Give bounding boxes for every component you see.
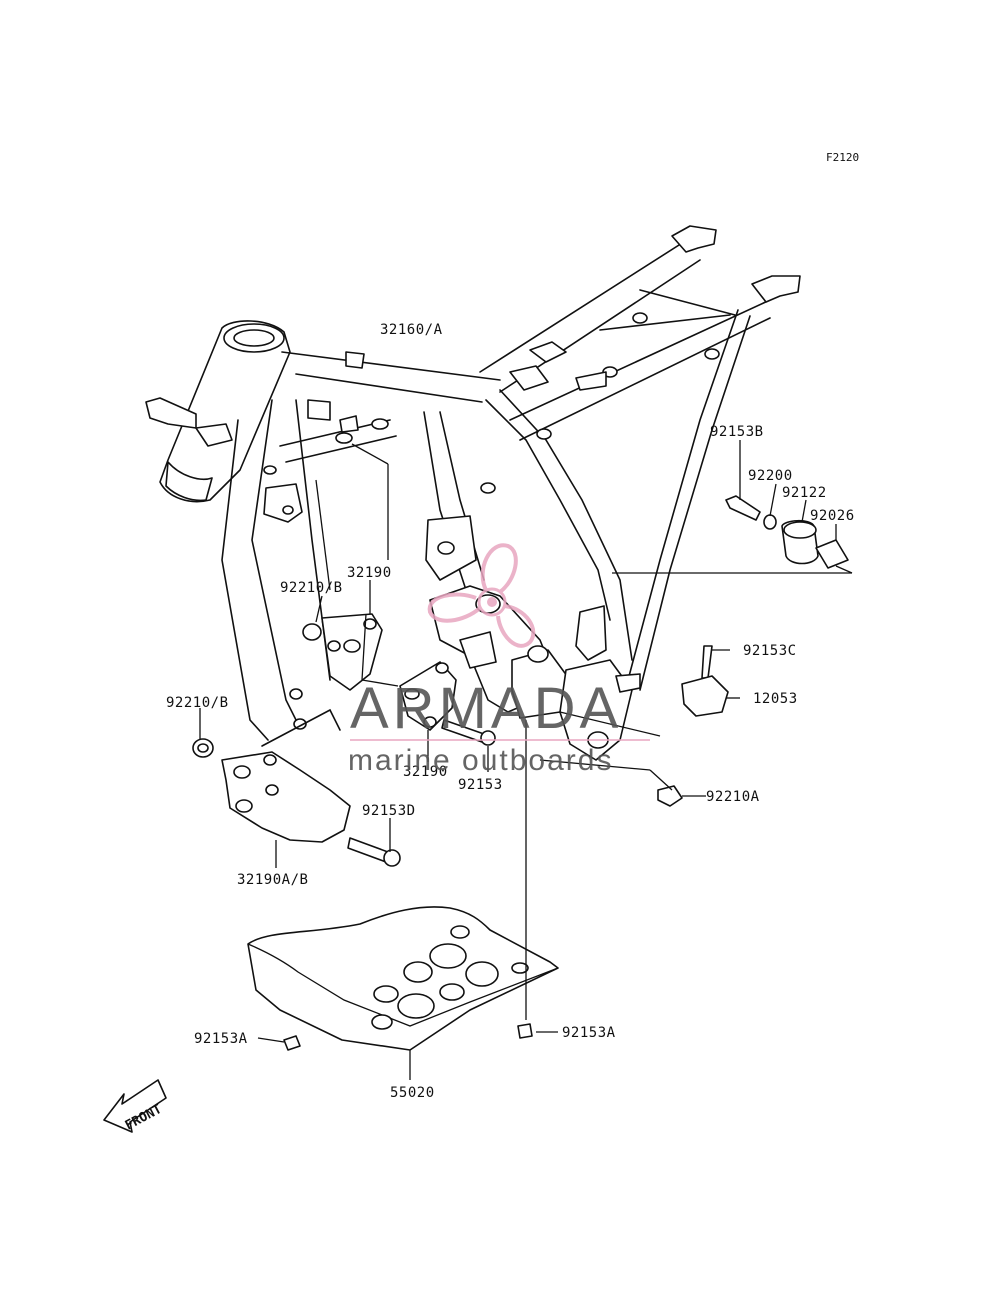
callout-12053: 12053 (753, 691, 798, 707)
frame-drawing (145, 225, 849, 1051)
leader-lines (199, 440, 853, 1080)
watermark-title: ARMADA (350, 676, 622, 741)
callout-92153d: 92153D (362, 803, 416, 819)
front-arrow: FRONT (103, 1079, 167, 1134)
callout-92153a-right: 92153A (562, 1025, 616, 1041)
callout-55020: 55020 (390, 1085, 435, 1101)
diagram-code: F2120 (826, 151, 859, 164)
callout-92153: 92153 (458, 777, 503, 793)
callout-92210-b-lower: 92210/B (166, 695, 229, 711)
callout-92153a-left: 92153A (194, 1031, 248, 1047)
callout-92026: 92026 (810, 508, 855, 524)
callout-32190a-b: 32190A/B (237, 872, 308, 888)
callout-92200: 92200 (748, 468, 793, 484)
callout-92210a: 92210A (706, 789, 760, 805)
watermark-subtitle: marine outboards (348, 744, 613, 777)
callout-92122: 92122 (782, 485, 827, 501)
callout-32190-top: 32190 (347, 565, 392, 581)
callout-32160-a: 32160/A (380, 322, 443, 338)
callout-32190-mid: 32190 (403, 764, 448, 780)
callout-92153c: 92153C (743, 643, 797, 659)
propeller-logo-icon (427, 543, 536, 648)
armada-watermark: ARMADA marine outboards (348, 543, 650, 777)
callout-92210-b-upper: 92210/B (280, 580, 343, 596)
callout-labels: 32160/A 92153B 92200 92122 92026 32190 9… (166, 322, 855, 1101)
callout-92153b: 92153B (710, 424, 764, 440)
